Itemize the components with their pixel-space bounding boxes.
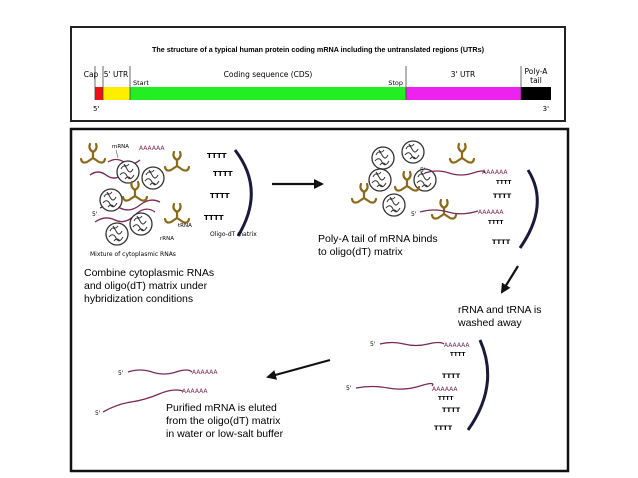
mrna-structure-panel: The structure of a typical human protein… — [70, 26, 566, 122]
cds-segment — [130, 87, 406, 100]
oligo-dt-matrix-3 — [466, 339, 490, 431]
mixture-label: Mixture of cytoplasmic RNAs — [90, 251, 176, 258]
mrna-label: mRNA — [112, 144, 129, 150]
tttt-6: TTTT — [492, 238, 511, 246]
five-label-1: 5' — [92, 211, 98, 218]
step4-caption-line3: in water or low-salt buffer — [166, 428, 284, 440]
oligo-dt-matrix-label: Oligo-dT matrix — [210, 231, 257, 238]
ribosome-icon — [105, 222, 129, 246]
tttt-1: TTTT — [207, 152, 227, 160]
ribosome-icon — [99, 188, 123, 212]
tttt-5: TTTT — [493, 192, 512, 200]
step1-caption-line2: and oligo(dT) matrix under — [84, 280, 208, 292]
arrow-down — [500, 265, 519, 294]
cap-label: Cap — [84, 70, 99, 79]
step3-caption-line1: rRNA and tRNA is — [458, 304, 541, 316]
polya-label-line1: Poly-A — [525, 67, 549, 76]
purification-panel: mRNA AAAAAA 5' tRNA rRNA Mixture of cyto… — [69, 127, 570, 473]
step1-caption-line1: Combine cytoplasmic RNAs — [84, 267, 214, 279]
tttt-bound-3: TTTT — [450, 352, 466, 358]
polya-aaaa-7: AAAAAA — [182, 388, 208, 395]
ribosome-icon — [116, 160, 140, 184]
step4-caption-line1: Purified mRNA is eluted — [166, 402, 277, 414]
step2-caption-line2: to oligo(dT) matrix — [318, 246, 403, 258]
three-utr-segment — [406, 87, 521, 100]
step2-caption-line1: Poly-A tail of mRNA binds — [318, 233, 438, 245]
polya-aaaa-1: AAAAAA — [139, 145, 165, 152]
cap-segment — [95, 87, 103, 100]
cds-label: Coding sequence (CDS) — [224, 70, 313, 79]
tttt-9: TTTT — [434, 424, 453, 432]
tttt-3: TTTT — [210, 192, 230, 200]
oligo-dt-matrix-1 — [233, 149, 253, 237]
oligo-dt-matrix-2 — [518, 169, 539, 249]
step2-binding: 5' AAAAAA TTTT 5' AAAAAA TTTT TTTT TTTT … — [318, 140, 539, 258]
five-label-3: 5' — [411, 211, 417, 218]
polya-label-line2: tail — [530, 76, 542, 85]
step1-mixture: mRNA AAAAAA 5' tRNA rRNA Mixture of cyto… — [79, 142, 257, 305]
five-prime-label: 5' — [93, 105, 99, 113]
rrna-label: rRNA — [160, 236, 174, 242]
tttt-7: TTTT — [442, 372, 461, 380]
polya-aaaa-4: AAAAAA — [444, 342, 470, 349]
tttt-8: TTTT — [442, 406, 461, 414]
tttt-bound-2: TTTT — [488, 220, 504, 226]
structure-title: The structure of a typical human protein… — [152, 45, 485, 54]
arrow-left — [266, 358, 331, 380]
tttt-4: TTTT — [204, 214, 224, 222]
trna-label: tRNA — [178, 223, 192, 229]
polya-aaaa-5: AAAAAA — [432, 386, 458, 393]
five-utr-label: 5' UTR — [104, 70, 129, 79]
five-utr-segment — [103, 87, 130, 100]
five-label-5: 5' — [346, 385, 352, 392]
stop-label: Stop — [388, 79, 403, 87]
ribosome-icon — [129, 212, 153, 236]
polya-segment — [521, 87, 551, 100]
tttt-bound-1: TTTT — [496, 180, 512, 186]
five-label-4: 5' — [370, 341, 376, 348]
step4-eluted: 5' AAAAAA 5' AAAAAA Purified mRNA is elu… — [95, 369, 284, 440]
ribosome-icon — [382, 193, 406, 217]
polya-aaaa-6: AAAAAA — [192, 369, 218, 376]
polya-aaaa-2: AAAAAA — [482, 169, 508, 176]
step4-caption-line2: from the oligo(dT) matrix — [166, 415, 281, 427]
ribosome-icon — [141, 166, 165, 190]
five-label-2: 5' — [420, 167, 426, 174]
step3-caption-line2: washed away — [457, 317, 522, 329]
five-label-7: 5' — [95, 410, 101, 417]
tttt-2: TTTT — [213, 170, 233, 178]
ribosome-icon — [371, 146, 395, 170]
three-utr-label: 3' UTR — [451, 70, 476, 79]
ribosome-icon — [401, 140, 425, 164]
five-label-6: 5' — [118, 370, 124, 377]
tttt-bound-4: TTTT — [438, 396, 454, 402]
top-panel-frame — [70, 26, 566, 122]
three-prime-label: 3' — [543, 105, 549, 113]
step3-wash: rRNA and tRNA is washed away 5' AAAAAA T… — [346, 304, 541, 432]
ribosome-icon — [368, 168, 392, 192]
step1-caption-line3: hybridization conditions — [84, 293, 193, 305]
polya-aaaa-3: AAAAAA — [478, 209, 504, 216]
start-label: Start — [133, 79, 149, 87]
